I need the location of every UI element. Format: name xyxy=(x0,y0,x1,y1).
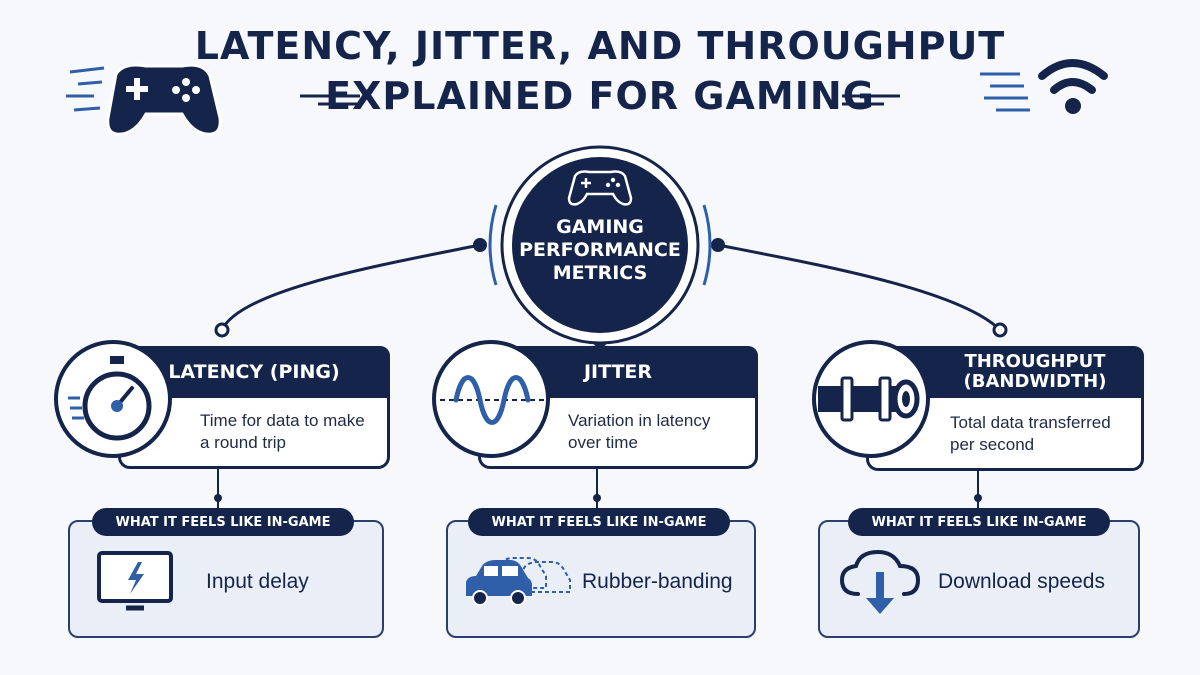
jitter-feel-text: Rubber-banding xyxy=(582,570,733,593)
gamepad-icon xyxy=(66,63,222,136)
latency-feel-text: Input delay xyxy=(206,570,309,593)
throughput-feel-label: WHAT IT FEELS LIKE IN-GAME xyxy=(848,508,1110,536)
center-label: GAMING PERFORMANCE METRICS xyxy=(519,216,681,285)
throughput-feel-text: Download speeds xyxy=(938,570,1105,593)
center-node: GAMING PERFORMANCE METRICS xyxy=(512,160,688,330)
cloud-download-icon xyxy=(839,549,921,614)
throughput-feel-box xyxy=(818,520,1140,638)
pipe-icon xyxy=(818,376,920,422)
jitter-feel-label: WHAT IT FEELS LIKE IN-GAME xyxy=(468,508,730,536)
center-gamepad-icon xyxy=(567,170,633,206)
car-ghost-icon xyxy=(466,557,571,606)
monitor-lightning-icon xyxy=(97,551,173,611)
wave-icon xyxy=(440,375,544,425)
page-title-line-1: LATENCY, JITTER, AND THROUGHPUT xyxy=(194,24,1006,68)
wifi-icon xyxy=(980,59,1108,114)
page-title-line-2: EXPLAINED FOR GAMING xyxy=(325,74,875,118)
stopwatch-icon xyxy=(68,356,152,441)
jitter-description: Variation in latency over time xyxy=(568,411,711,453)
latency-feel-label: WHAT IT FEELS LIKE IN-GAME xyxy=(92,508,354,536)
throughput-description: Total data transferred per second xyxy=(950,413,1111,455)
center-ring xyxy=(488,145,712,345)
latency-description: Time for data to make a round trip xyxy=(200,411,365,453)
